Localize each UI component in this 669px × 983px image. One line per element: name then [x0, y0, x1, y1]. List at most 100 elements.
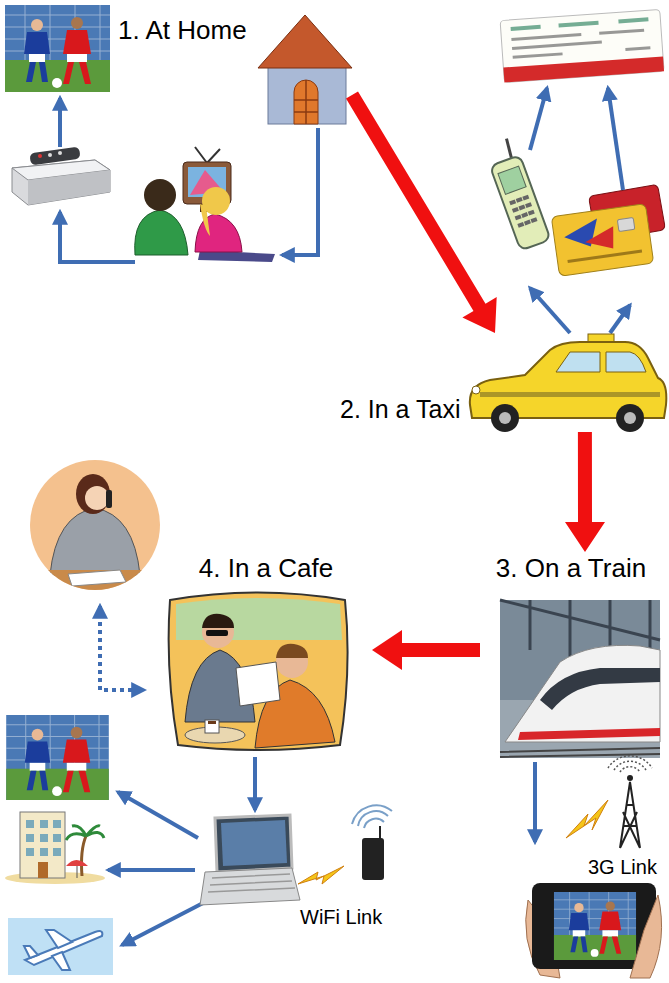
woman-on-phone	[30, 460, 160, 600]
cafe-scene	[276, 644, 308, 658]
couple-watching-tv	[195, 214, 242, 252]
laptop	[221, 820, 287, 866]
train-ticket	[599, 29, 644, 35]
taxi-car	[499, 412, 511, 424]
taxi-car	[556, 352, 600, 372]
handheld-tv	[554, 892, 636, 960]
stage-heading: 4. In a Cafe	[199, 554, 333, 584]
stage-node: 4. In a Cafe	[160, 552, 372, 755]
set-top-box	[48, 153, 52, 157]
credit-cards	[617, 217, 635, 231]
train-ticket	[558, 21, 598, 28]
wifi-router	[352, 805, 392, 828]
mobile-phone	[512, 207, 519, 213]
taxi-car	[472, 386, 480, 394]
hotel-icon	[26, 834, 34, 842]
cell-tower	[620, 782, 640, 848]
flow-line	[253, 757, 257, 810]
airplane-icon	[46, 930, 72, 948]
train-photo	[500, 600, 660, 758]
flow-line	[60, 98, 318, 262]
train-photo	[500, 748, 660, 757]
cafe-scene	[208, 721, 216, 724]
train-ticket	[512, 41, 602, 50]
mobile-phone	[498, 166, 526, 194]
couple-watching-tv	[144, 179, 176, 211]
house-icon	[294, 80, 318, 124]
mobile-phone	[522, 195, 529, 201]
set-top-box	[38, 154, 42, 158]
flow-line	[108, 868, 195, 872]
hotel-icon	[53, 848, 61, 856]
flow-line	[608, 88, 623, 190]
cell-tower	[608, 756, 652, 772]
woman-on-phone	[30, 474, 160, 600]
taxi-car	[480, 392, 660, 397]
taxi-car	[616, 404, 644, 432]
mobile-phone	[515, 214, 522, 220]
credit-cards	[551, 184, 665, 276]
woman-on-phone	[68, 570, 126, 586]
laptop	[215, 815, 292, 872]
hotel-icon	[82, 836, 87, 876]
mobile-phone	[531, 217, 538, 223]
hotel-icon	[66, 826, 104, 840]
airplane-icon	[8, 918, 113, 975]
lightning-bolt	[298, 866, 344, 884]
train-ticket	[500, 9, 664, 82]
flow-line	[533, 762, 537, 842]
mobile-phone	[524, 220, 531, 226]
cafe-scene	[205, 720, 219, 733]
handheld-tv	[630, 895, 662, 978]
hotel-icon	[20, 812, 65, 878]
link-label: 3G Link	[588, 856, 657, 879]
flow-line	[60, 212, 135, 262]
flow-line	[100, 606, 144, 690]
mobile-phone	[509, 199, 516, 205]
train-ticket	[511, 33, 581, 41]
mobile-phone	[525, 202, 532, 208]
train-photo	[505, 645, 660, 742]
flow-arrow	[372, 630, 480, 670]
laptop	[200, 868, 300, 905]
train-ticket	[503, 56, 664, 82]
flow-line	[533, 762, 537, 842]
hotel-icon	[40, 834, 48, 842]
credit-cards	[551, 204, 653, 277]
hotel-icon	[26, 848, 34, 856]
woman-on-phone	[76, 474, 110, 514]
set-top-box	[58, 151, 62, 155]
stage-node: 1. At Home	[115, 8, 352, 130]
woman-on-phone	[106, 490, 112, 508]
mobile-phone	[528, 210, 535, 216]
flow-line	[530, 288, 570, 333]
laptop	[208, 874, 295, 892]
hotel-icon	[40, 848, 48, 856]
taxi-car	[470, 334, 666, 432]
set-top-box	[12, 147, 110, 205]
hotel-icon	[5, 812, 105, 884]
football-photo	[5, 5, 110, 92]
airplane-icon	[24, 946, 38, 958]
train-ticket	[513, 52, 563, 58]
couple-watching-tv	[135, 147, 275, 262]
house-icon	[294, 80, 318, 124]
house-icon	[258, 15, 352, 68]
handheld-tv	[526, 883, 662, 978]
mobile-phone	[521, 212, 528, 218]
mobile-phone	[505, 139, 514, 158]
football-photo	[6, 715, 109, 800]
train-ticket	[511, 25, 541, 31]
mobile-phone	[517, 222, 524, 228]
set-top-box	[12, 160, 110, 205]
cafe-scene	[236, 662, 280, 706]
house-icon	[268, 66, 346, 124]
flow-line	[530, 88, 630, 333]
flow-line	[58, 98, 62, 147]
mobile-phone	[518, 205, 525, 211]
flow-line	[118, 792, 198, 838]
stage-heading: 1. At Home	[118, 16, 247, 46]
lightning-bolt	[566, 800, 608, 838]
taxi-car	[606, 352, 646, 372]
